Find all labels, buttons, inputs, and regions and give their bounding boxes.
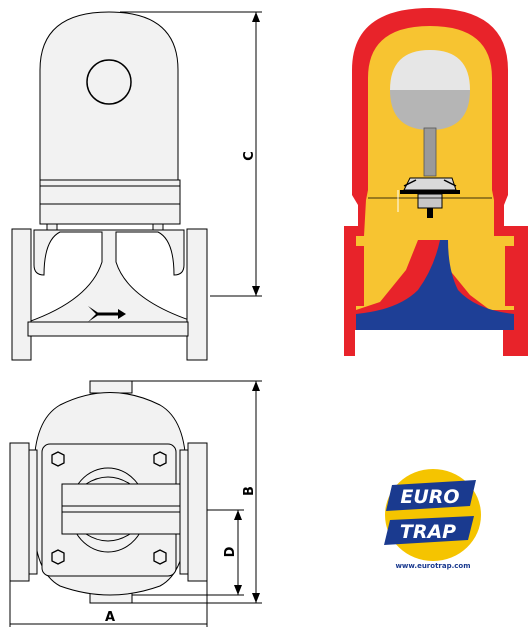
strap-band [61,483,181,535]
dimension-c: C [120,11,262,297]
top-view-left-flange [9,442,30,582]
dimension-b: B [132,380,262,604]
top-view-right-flange [187,442,208,582]
section-float [390,50,470,90]
section-valve-mechanism [400,177,460,218]
cross-section-view [344,8,528,356]
logo-line2: TRAP [400,521,456,543]
section-lever [423,127,437,177]
dimension-b-label: B [242,486,257,496]
dimension-c-label: C [242,151,257,161]
dimension-d-label: D [223,546,238,557]
dimension-a-label: A [105,610,115,625]
outlet-flange [186,228,208,361]
logo-line1: EURO [400,486,459,508]
side-view-drawing: C [11,11,262,361]
cover-flange [39,179,181,225]
section-condensate [356,240,514,330]
dimension-a: A [9,581,208,627]
eurotrap-logo: EURO TRAP www.eurotrap.com [384,469,481,570]
float-port-circle [86,59,132,105]
top-view-drawing: B D A [9,380,262,627]
dimension-d: D [132,509,244,596]
flow-arrow-icon [88,306,126,322]
inlet-flange [11,228,32,361]
logo-url: www.eurotrap.com [395,562,470,570]
